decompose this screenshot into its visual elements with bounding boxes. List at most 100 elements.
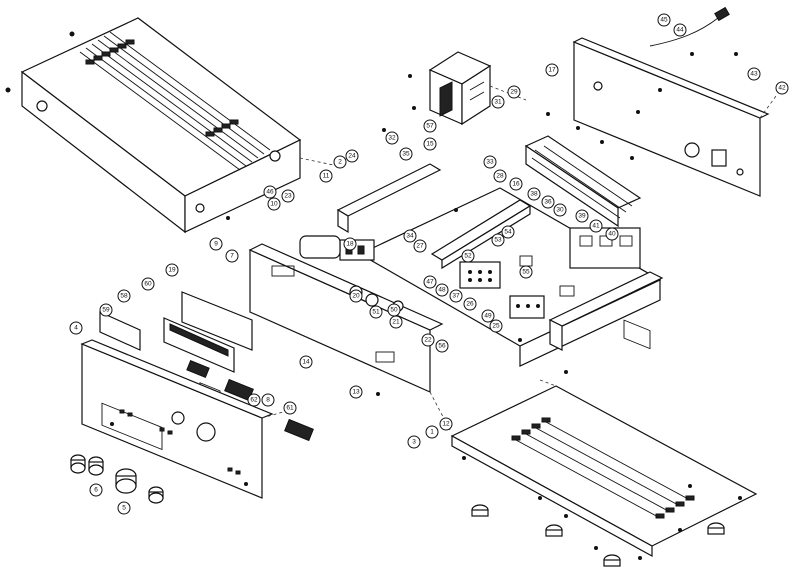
callout-7: 7 [225, 249, 239, 263]
svg-text:40: 40 [608, 231, 616, 238]
svg-text:35: 35 [402, 151, 410, 158]
callout-31: 31 [491, 95, 505, 109]
callout-8: 8 [261, 393, 275, 407]
svg-text:29: 29 [510, 89, 518, 96]
callout-17: 17 [545, 63, 559, 77]
svg-text:45: 45 [660, 17, 668, 24]
svg-text:9: 9 [214, 241, 218, 248]
callout-47: 47 [423, 275, 437, 289]
knobs [70, 454, 164, 504]
svg-text:7: 7 [230, 253, 234, 260]
svg-text:11: 11 [323, 173, 330, 180]
svg-text:16: 16 [512, 181, 520, 188]
svg-text:46: 46 [266, 189, 274, 196]
callout-33: 33 [483, 155, 497, 169]
callout-5: 5 [117, 501, 131, 515]
screws [5, 31, 742, 560]
callout-4: 4 [69, 321, 83, 335]
svg-text:30: 30 [556, 207, 564, 214]
callout-53: 53 [491, 233, 505, 247]
callout-3: 3 [407, 435, 421, 449]
callout-41: 41 [589, 219, 603, 233]
callout-28: 28 [493, 169, 507, 183]
svg-text:5: 5 [122, 505, 126, 512]
callout-27: 27 [413, 239, 427, 253]
callout-50: 50 [387, 303, 401, 317]
power-transformer [428, 51, 492, 126]
callout-14: 14 [299, 355, 313, 369]
callout-25: 25 [489, 319, 503, 333]
callout-46: 46 [263, 185, 277, 199]
svg-text:17: 17 [548, 67, 556, 74]
callout-49: 49 [481, 309, 495, 323]
callout-30: 30 [553, 203, 567, 217]
svg-text:18: 18 [346, 241, 354, 248]
knob-small-2 [88, 456, 104, 476]
svg-text:24: 24 [348, 153, 356, 160]
svg-text:27: 27 [416, 243, 424, 250]
svg-text:2: 2 [338, 159, 342, 166]
callout-37: 37 [449, 289, 463, 303]
svg-text:6: 6 [94, 487, 98, 494]
top-cover [20, 17, 302, 234]
svg-text:50: 50 [390, 307, 398, 314]
svg-text:3: 3 [412, 439, 416, 446]
knob-large [115, 468, 137, 494]
callout-22: 22 [421, 333, 435, 347]
meter-window [163, 317, 235, 373]
foot [471, 504, 489, 517]
svg-text:54: 54 [504, 229, 512, 236]
svg-text:62: 62 [250, 397, 258, 404]
callout-38: 38 [527, 187, 541, 201]
svg-text:19: 19 [168, 267, 176, 274]
foot [545, 524, 563, 537]
callout-45: 45 [657, 13, 671, 27]
display-filter [99, 311, 141, 351]
callout-16: 16 [509, 177, 523, 191]
callout-9: 9 [209, 237, 223, 251]
svg-text:14: 14 [302, 359, 310, 366]
callout-24: 24 [345, 149, 359, 163]
callout-29: 29 [507, 85, 521, 99]
svg-text:47: 47 [426, 279, 434, 286]
power-cord [649, 6, 730, 47]
callout-2: 2 [333, 155, 347, 169]
callout-58: 58 [117, 289, 131, 303]
svg-text:34: 34 [406, 233, 414, 240]
svg-text:26: 26 [466, 301, 474, 308]
feet [471, 504, 725, 567]
svg-text:37: 37 [452, 293, 460, 300]
svg-text:20: 20 [352, 293, 360, 300]
callout-56: 56 [435, 339, 449, 353]
svg-text:56: 56 [438, 343, 446, 350]
svg-text:31: 31 [494, 99, 502, 106]
svg-text:53: 53 [494, 237, 502, 244]
callout-6: 6 [89, 483, 103, 497]
callout-51: 51 [369, 305, 383, 319]
svg-text:42: 42 [778, 85, 786, 92]
svg-text:33: 33 [486, 159, 494, 166]
front-panel [80, 339, 274, 499]
fuse-holder [299, 235, 341, 259]
svg-text:10: 10 [270, 201, 278, 208]
callout-15: 15 [423, 137, 437, 151]
side-rail-left [336, 163, 442, 234]
callout-35: 35 [399, 147, 413, 161]
svg-text:39: 39 [578, 213, 586, 220]
callout-60: 60 [141, 277, 155, 291]
callout-48: 48 [435, 283, 449, 297]
svg-text:15: 15 [426, 141, 434, 148]
svg-text:52: 52 [464, 253, 472, 260]
svg-text:48: 48 [438, 287, 446, 294]
input-jack-board [459, 261, 501, 289]
svg-text:25: 25 [492, 323, 500, 330]
heat-sink [524, 135, 642, 228]
callout-19: 19 [165, 263, 179, 277]
callout-23: 23 [281, 189, 295, 203]
svg-text:12: 12 [442, 421, 450, 428]
side-rail-right [548, 271, 664, 351]
svg-text:23: 23 [284, 193, 292, 200]
rear-panel [572, 37, 770, 350]
svg-text:36: 36 [544, 199, 552, 206]
